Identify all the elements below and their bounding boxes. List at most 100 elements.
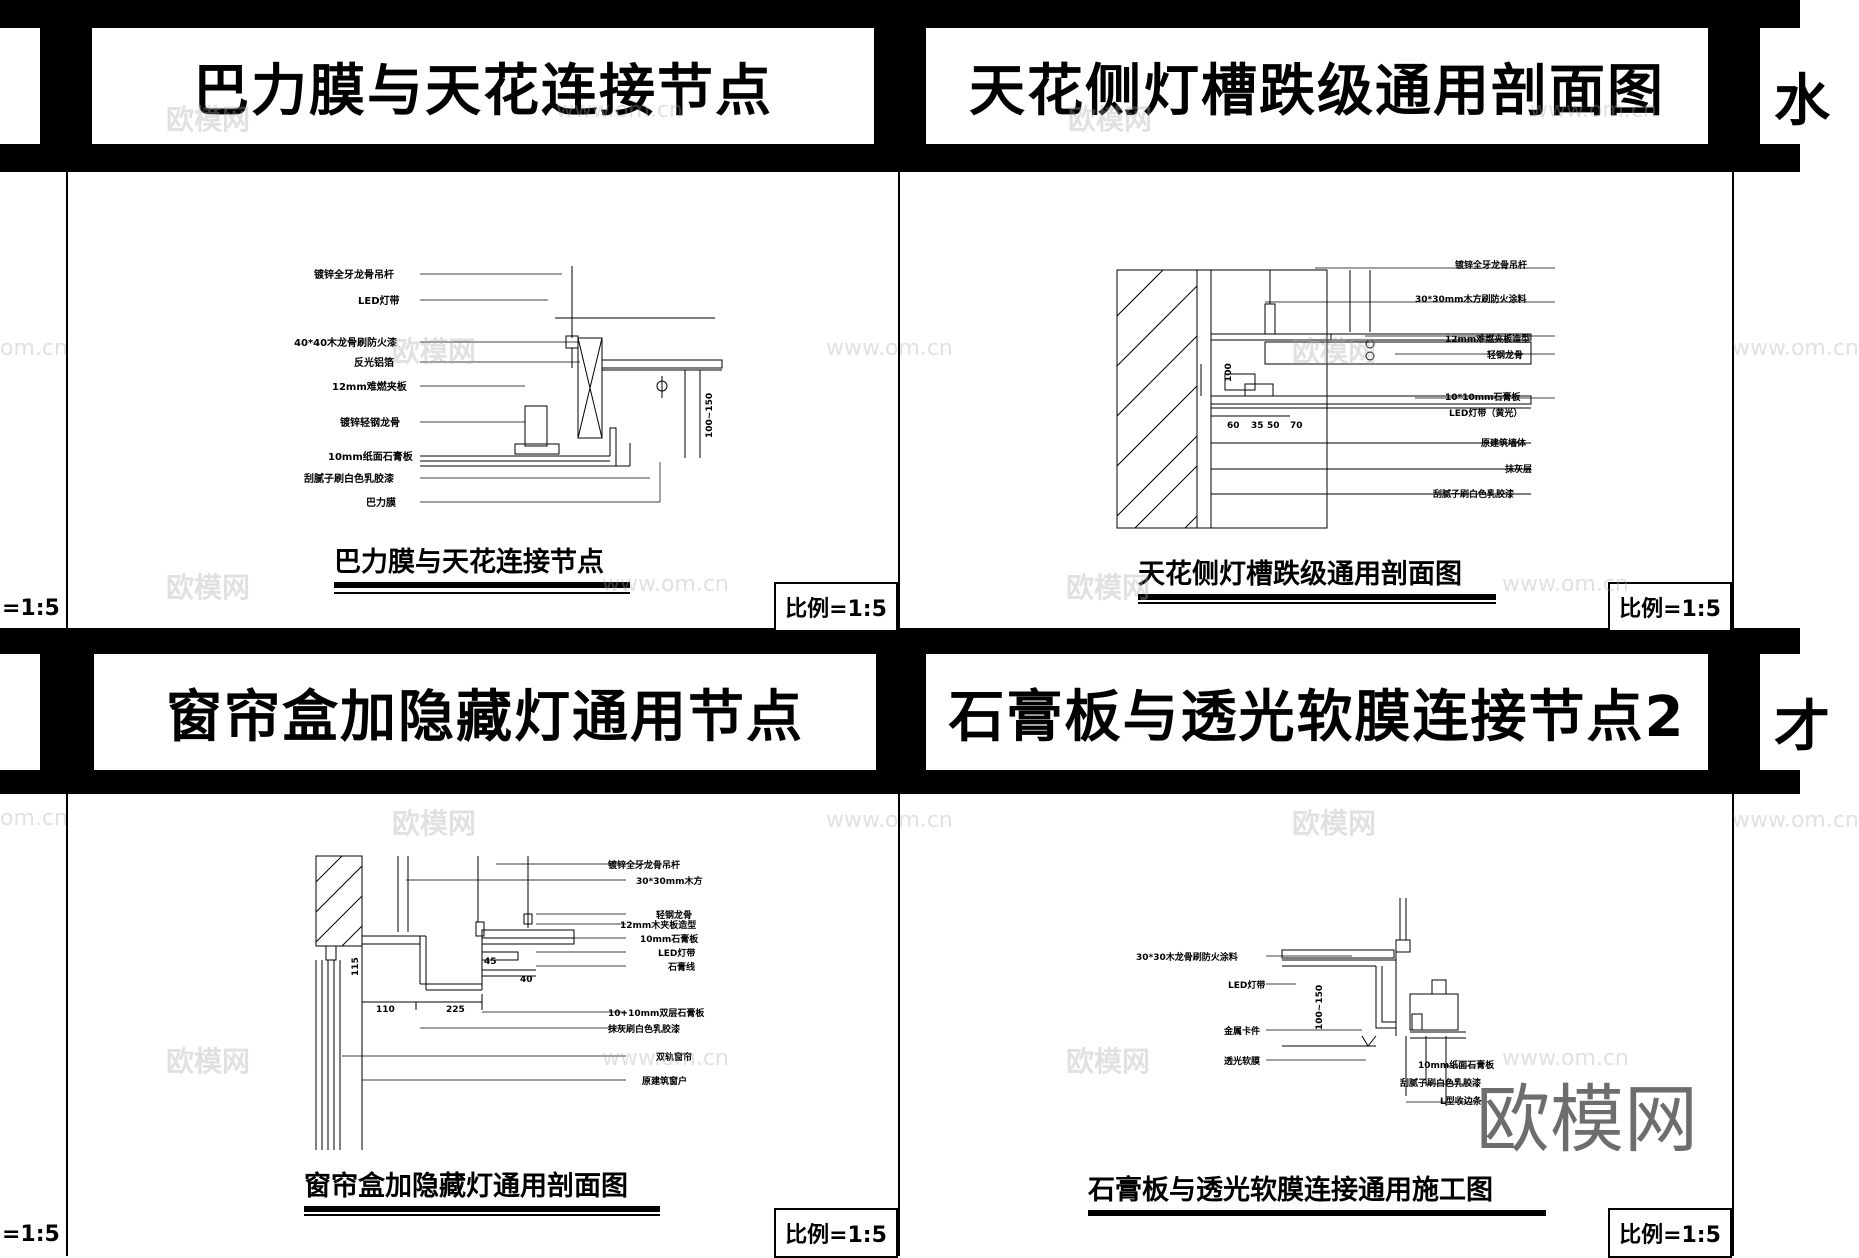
p3-dim-1: 45 [484, 957, 497, 967]
p2-dim-1: 100 [1224, 363, 1234, 382]
watermark-en-5: www.om.cn [1732, 336, 1859, 361]
watermark-cn-5: 欧模网 [166, 571, 251, 604]
p3-dim-4: 225 [446, 1005, 465, 1015]
panel-1-scale-box: 比例=1:5 [774, 582, 898, 632]
panel-4-section-svg: 30*30木龙骨刷防火涂料 LED灯带 金属卡件 透光软膜 10mm纸面石膏板 … [1136, 898, 1495, 1107]
watermark-en-10: www.om.cn [1732, 808, 1859, 833]
watermark-en-9: www.om.cn [826, 808, 953, 833]
panel-2-caption-underline [1138, 594, 1496, 600]
p4-label-left-3: 金属卡件 [1223, 1025, 1260, 1037]
p4-label-right-3: L型收边条 [1440, 1095, 1483, 1107]
panel-1-section-svg: 镀锌全牙龙骨吊杆 LED灯带 40*40木龙骨刷防火漆 反光铝箔 12mm难燃夹… [294, 266, 723, 509]
p3-label-5: 10mm石膏板 [640, 933, 699, 945]
p3-label-3: 轻钢龙骨 [656, 909, 692, 921]
edge-scale-top-left: =1:5 [2, 596, 60, 621]
panel-3-caption-underline [304, 1206, 660, 1212]
p1-label-2: LED灯带 [358, 294, 400, 307]
p1-label-8: 刮腻子刷白色乳胶漆 [304, 472, 394, 485]
p2-dim-4: 50 [1267, 421, 1280, 431]
panel-4-caption: 石膏板与透光软膜连接通用施工图 [1088, 1175, 1493, 1206]
panel-4-caption-underline [1088, 1210, 1546, 1216]
panel-3-drawing: 镀锌全牙龙骨吊杆 30*30mm木方 轻钢龙骨 12mm木夹板造型 10mm石膏… [296, 852, 716, 1150]
p4-label-right-1: 10mm纸面石膏板 [1418, 1059, 1495, 1071]
edge-title-box-left-top [0, 28, 40, 144]
p2-label-4: 轻钢龙骨 [1487, 349, 1523, 361]
p4-label-left-1: 30*30木龙骨刷防火涂料 [1136, 951, 1238, 963]
panel-1-drawing: 镀锌全牙龙骨吊杆 LED灯带 40*40木龙骨刷防火漆 反光铝箔 12mm难燃夹… [294, 258, 740, 518]
p2-dim-2: 60 [1227, 421, 1240, 431]
p1-label-4: 反光铝箔 [354, 356, 394, 369]
p2-dim-3: 35 [1251, 421, 1264, 431]
panel-4-title-box: 石膏板与透光软膜连接节点2 [926, 654, 1708, 770]
watermark-en-4: www.om.cn [826, 336, 953, 361]
panel-2-section-svg: 镀锌全牙龙骨吊杆 30*30mm木方刷防火涂料 12mm难燃夹板造型 轻钢龙骨 … [1116, 259, 1555, 529]
watermark-en-8: om.cn [0, 806, 68, 831]
p4-label-left-2: LED灯带 [1228, 979, 1265, 991]
panel-2-title-box: 天花侧灯槽跌级通用剖面图 [926, 28, 1708, 144]
edge-scale-bottom-left: =1:5 [2, 1222, 60, 1247]
panel-2-caption-underline-thin [1138, 602, 1496, 604]
p4-label-right-2: 刮腻子刷白色乳胶漆 [1400, 1077, 1481, 1089]
p3-label-7: 石膏线 [667, 961, 695, 973]
p3-label-9: 抹灰刷白色乳胶漆 [608, 1023, 680, 1035]
p3-label-11: 原建筑窗户 [642, 1075, 687, 1087]
panel-3-title-box: 窗帘盒加隐藏灯通用节点 [94, 654, 876, 770]
p2-label-7: 原建筑墙体 [1481, 437, 1527, 449]
edge-title-box-right-top: 水 [1760, 28, 1830, 144]
p2-label-2: 30*30mm木方刷防火涂料 [1415, 293, 1527, 305]
p2-label-3: 12mm难燃夹板造型 [1445, 333, 1530, 345]
p3-dim-3: 110 [376, 1005, 395, 1015]
p3-dim-5: 40 [520, 975, 533, 985]
p1-label-6: 镀锌轻钢龙骨 [340, 416, 400, 429]
panel-1-caption-underline [334, 582, 630, 588]
panel-rule-2 [898, 0, 900, 1256]
panel-rule-1 [66, 0, 68, 1256]
watermark-cn-7: 欧模网 [392, 807, 477, 840]
panel-rule-3 [1732, 0, 1734, 1256]
p1-label-5: 12mm难燃夹板 [332, 380, 408, 393]
p3-label-10: 双轨窗帘 [656, 1051, 692, 1063]
p1-label-9: 巴力膜 [366, 496, 396, 509]
p1-dimension: 100~150 [705, 393, 715, 438]
p3-label-2: 30*30mm木方 [636, 875, 703, 887]
p1-label-1: 镀锌全牙龙骨吊杆 [314, 268, 394, 281]
p3-dim-2: 115 [351, 957, 361, 976]
p3-label-6: LED灯带 [658, 947, 695, 959]
watermark-en-3: om.cn [0, 336, 68, 361]
edge-title-right-mid: 才 [1774, 695, 1830, 760]
panel-4-title: 石膏板与透光软膜连接节点2 [948, 684, 1686, 750]
panel-2-caption: 天花侧灯槽跌级通用剖面图 [1138, 559, 1462, 590]
p2-label-5: 10*10mm石膏板 [1445, 391, 1522, 403]
panel-1-title-box: 巴力膜与天花连接节点 [92, 28, 874, 144]
watermark-cn-8: 欧模网 [1292, 807, 1377, 840]
panel-2-drawing: 镀锌全牙龙骨吊杆 30*30mm木方刷防火涂料 12mm难燃夹板造型 轻钢龙骨 … [1115, 256, 1555, 530]
panel-3-scale-box: 比例=1:5 [774, 1208, 898, 1258]
p2-label-6: LED灯带（黄光） [1449, 407, 1522, 419]
panel-3-caption-underline-thin [304, 1214, 660, 1216]
p2-label-1: 镀锌全牙龙骨吊杆 [1455, 259, 1527, 271]
panel-4-scale-box: 比例=1:5 [1608, 1208, 1732, 1258]
panel-1-title: 巴力膜与天花连接节点 [193, 58, 773, 124]
p4-dimension: 100~150 [1315, 985, 1325, 1030]
panel-1-caption: 巴力膜与天花连接节点 [334, 547, 604, 578]
p2-dim-5: 70 [1290, 421, 1303, 431]
watermark-cn-9: 欧模网 [166, 1045, 251, 1078]
panel-2-scale-box: 比例=1:5 [1608, 582, 1732, 632]
p3-label-8: 10+10mm双层石膏板 [608, 1007, 705, 1019]
panel-1-caption-underline-thin [334, 592, 630, 594]
p3-label-4: 12mm木夹板造型 [620, 919, 696, 931]
watermark-logo-large: 欧模网 [1476, 1077, 1698, 1163]
edge-title-box-left-mid [0, 654, 40, 770]
panel-3-section-svg: 镀锌全牙龙骨吊杆 30*30mm木方 轻钢龙骨 12mm木夹板造型 10mm石膏… [315, 855, 705, 1150]
p2-label-9: 刮腻子刷白色乳胶漆 [1433, 488, 1514, 500]
panel-3-caption: 窗帘盒加隐藏灯通用剖面图 [304, 1171, 628, 1202]
p2-label-8: 抹灰层 [1505, 463, 1532, 475]
p1-label-7: 10mm纸面石膏板 [328, 450, 414, 463]
p1-label-3: 40*40木龙骨刷防火漆 [294, 336, 397, 349]
p4-label-left-4: 透光软膜 [1224, 1055, 1261, 1067]
edge-title-right-top: 水 [1774, 69, 1830, 134]
panel-3-title: 窗帘盒加隐藏灯通用节点 [166, 684, 804, 750]
p3-label-1: 镀锌全牙龙骨吊杆 [608, 859, 680, 871]
edge-title-box-right-mid: 才 [1760, 654, 1830, 770]
panel-2-title: 天花侧灯槽跌级通用剖面图 [969, 58, 1665, 124]
